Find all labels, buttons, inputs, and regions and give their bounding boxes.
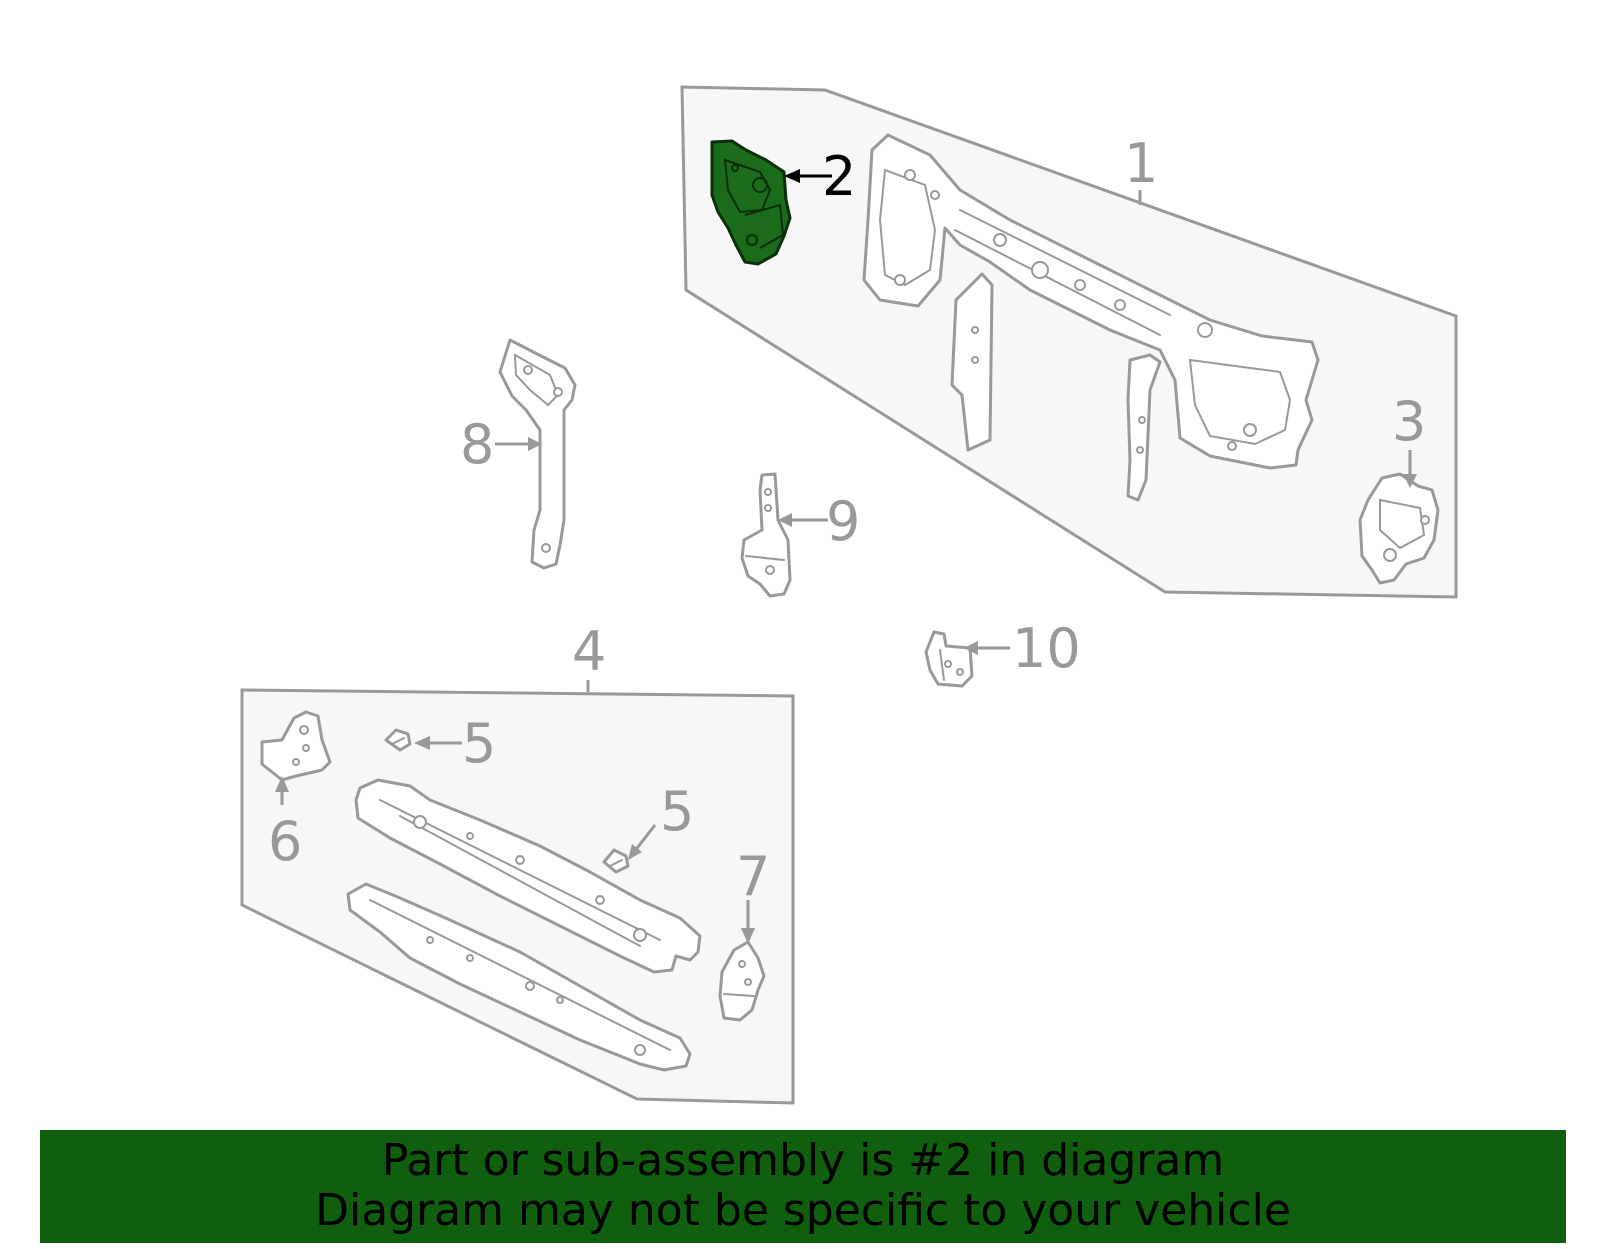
part-5-clip-lower[interactable] [602,848,630,874]
callout-8: 8 [460,413,494,476]
callout-9: 9 [826,490,860,553]
callout-5-upper: 5 [462,712,496,775]
callout-4: 4 [572,620,606,683]
part-1-radiator-support[interactable] [862,133,1320,502]
part-3-bracket[interactable] [1358,472,1440,585]
callout-7: 7 [736,845,770,908]
part-8-support[interactable] [498,338,577,570]
callout-5-lower: 5 [660,780,694,843]
info-banner: Part or sub-assembly is #2 in diagram Di… [40,1130,1566,1243]
part-7-bracket[interactable] [718,940,766,1022]
banner-line-2: Diagram may not be specific to your vehi… [315,1185,1291,1236]
callout-3: 3 [1392,390,1426,453]
part-6-bracket[interactable] [260,710,332,782]
part-10-bracket[interactable] [924,630,974,688]
callout-2: 2 [822,145,856,208]
callout-1: 1 [1124,132,1158,195]
leader-lines [275,169,1417,944]
part-2-bracket-highlighted[interactable] [710,139,792,266]
callout-10: 10 [1012,617,1081,680]
banner-line-1: Part or sub-assembly is #2 in diagram [381,1135,1225,1186]
callout-6: 6 [268,810,302,873]
lower-cross-member[interactable] [346,882,692,1072]
upper-cross-member[interactable] [354,778,702,974]
part-9-bracket[interactable] [740,472,792,598]
part-5-clip-upper[interactable] [384,728,412,752]
